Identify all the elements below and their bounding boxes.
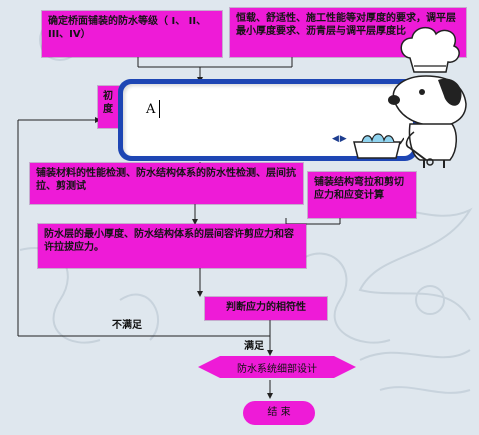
box-material-tests: 铺装材料的性能检测、防水结构体系的防水性检测、层间抗拉、剪测试 <box>30 163 303 204</box>
frying-pan-icon <box>353 133 404 159</box>
label-not-satisfied: 不满足 <box>112 320 142 331</box>
text-entry-popup: A ◀ ▶ <box>118 79 418 161</box>
scroll-arrows-icon[interactable]: ◀ ▶ <box>332 134 347 144</box>
label-satisfied: 满足 <box>244 341 264 352</box>
box-waterproof-grade: 确定桥面铺装的防水等级（ I、 II、III、IV） <box>42 11 222 57</box>
chef-dog-mascot-icon <box>388 26 467 168</box>
text-caret <box>159 100 160 118</box>
end-terminal: 结 束 <box>243 401 315 425</box>
box-structure-stress: 铺装结构弯拉和剪切应力和应变计算 <box>308 172 416 218</box>
diamond-detail-design <box>198 356 356 378</box>
box-min-thickness: 防水层的最小厚度、防水结构体系的层间容许剪应力和容许拉拔应力。 <box>38 224 306 268</box>
box-judge-stress: 判断应力的相符性 <box>205 297 327 320</box>
diamond-label: 防水系统细部设计 <box>237 364 317 375</box>
typed-text: A <box>146 102 156 117</box>
